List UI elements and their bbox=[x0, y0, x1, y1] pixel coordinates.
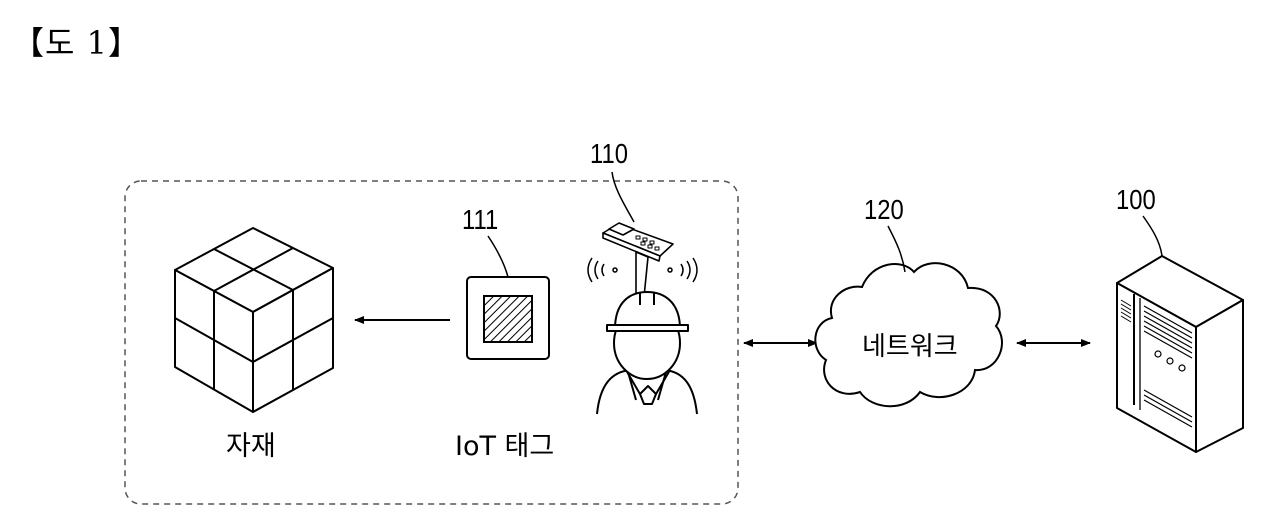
wireless-signal-icon bbox=[587, 257, 698, 283]
leader-100 bbox=[1142, 215, 1163, 257]
leader-111 bbox=[487, 235, 509, 278]
material-label: 자재 bbox=[226, 431, 276, 462]
ref-100: 100 bbox=[1116, 184, 1156, 215]
iot-tag-label: IoT 태그 bbox=[455, 431, 555, 462]
leader-110 bbox=[611, 171, 635, 223]
ref-110: 110 bbox=[590, 138, 628, 169]
leader-120 bbox=[887, 225, 906, 273]
network-cloud-icon bbox=[814, 262, 1003, 408]
ref-111: 111 bbox=[462, 204, 499, 235]
material-cube bbox=[174, 227, 334, 413]
ref-120: 120 bbox=[864, 194, 904, 225]
server-icon bbox=[1116, 255, 1244, 453]
site-boundary bbox=[124, 180, 739, 505]
handheld-terminal-icon bbox=[602, 222, 674, 298]
iot-tag-icon bbox=[466, 276, 550, 360]
network-label: 네트워크 bbox=[862, 332, 958, 362]
figure-title: 【도 1】 bbox=[12, 24, 141, 62]
worker-icon bbox=[596, 291, 698, 415]
